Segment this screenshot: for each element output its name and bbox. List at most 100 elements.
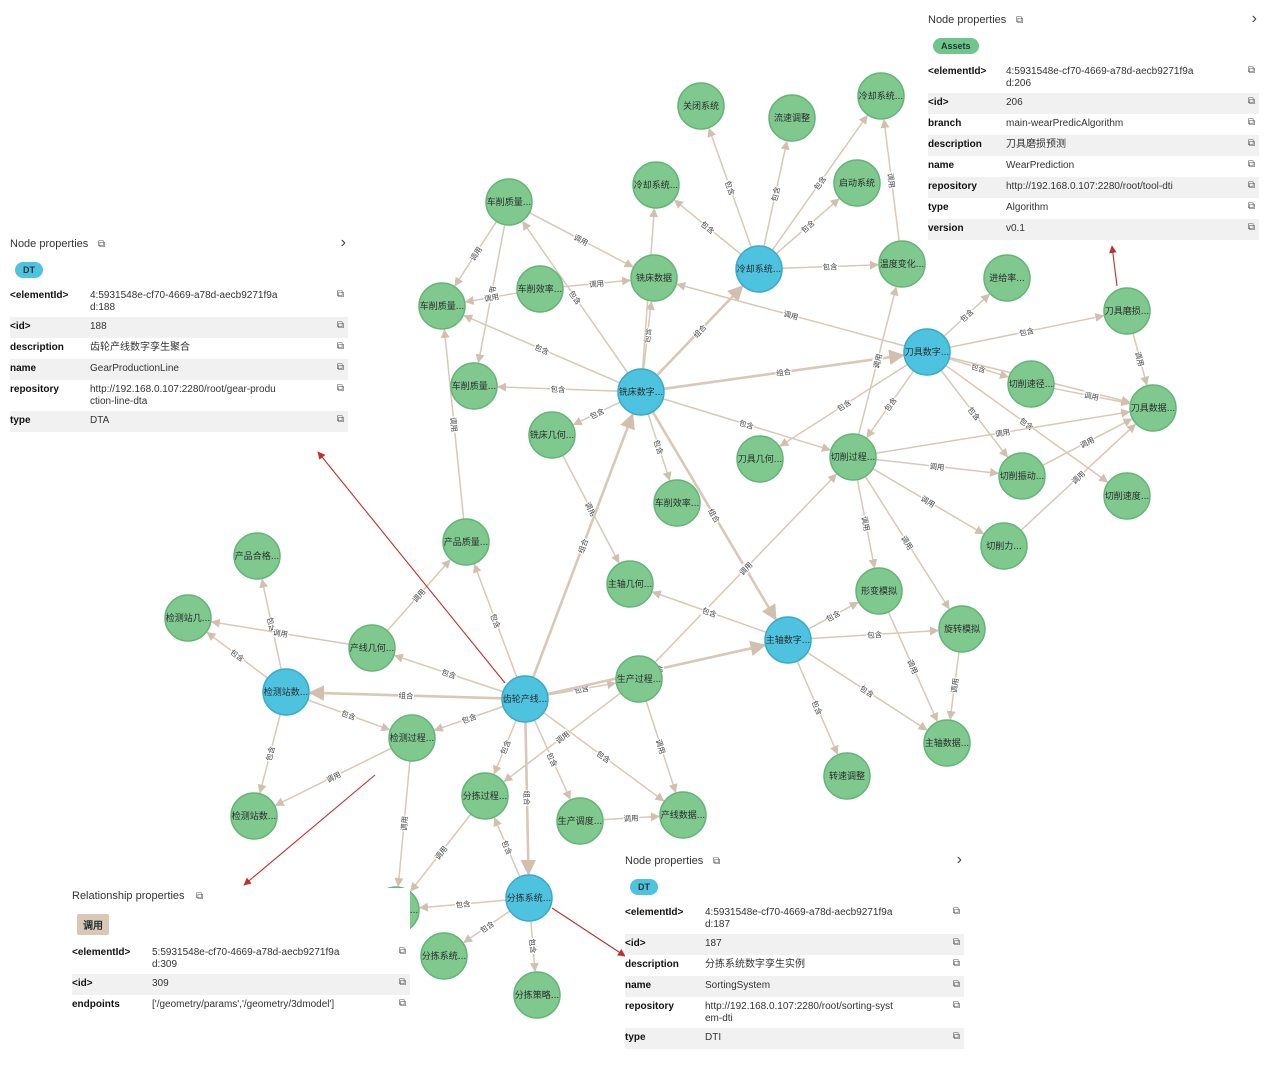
node-circle[interactable] [556, 797, 604, 845]
copy-icon[interactable]: ⧉ [952, 979, 960, 990]
digital-twin-node[interactable]: 分拣系统... [505, 874, 553, 922]
asset-node[interactable]: 车削效率... [516, 265, 564, 313]
property-value[interactable]: 4:5931548e-cf70-4669-a78d-aecb9271f9ad:2… [1006, 66, 1194, 89]
asset-node[interactable]: 检测过程... [388, 714, 436, 762]
node-circle[interactable] [501, 675, 549, 723]
property-value[interactable]: ['/geometry/params','/geometry/3dmodel'] [152, 999, 335, 1010]
copy-icon[interactable]: ⧉ [336, 341, 344, 352]
asset-node[interactable]: 刀具磨损... [1103, 287, 1151, 335]
node-circle[interactable] [938, 605, 986, 653]
node-circle[interactable] [606, 560, 654, 608]
property-value[interactable]: main-wearPredicAlgorithm [1006, 118, 1124, 129]
property-value[interactable]: DTI [705, 1032, 722, 1043]
digital-twin-node[interactable]: 铣床数字... [617, 368, 665, 416]
asset-node[interactable]: 分拣过程... [461, 772, 509, 820]
copy-icon[interactable]: ⧉ [1247, 159, 1255, 170]
asset-node[interactable]: 车削质量... [485, 178, 533, 226]
node-circle[interactable] [735, 245, 783, 293]
asset-node[interactable]: 检测站数... [230, 792, 278, 840]
copy-icon[interactable]: ⧉ [336, 383, 344, 394]
property-value[interactable]: http://192.168.0.107:2280/root/tool-dti [1006, 181, 1173, 192]
copy-icon[interactable]: ⧉ [952, 906, 960, 917]
digital-twin-node[interactable]: 刀具数字... [903, 328, 951, 376]
property-value[interactable]: 206 [1006, 97, 1023, 108]
node-circle[interactable] [923, 719, 971, 767]
node-circle[interactable] [980, 522, 1028, 570]
property-value[interactable]: 187 [705, 938, 722, 949]
node-circle[interactable] [513, 971, 561, 1019]
asset-node[interactable]: 车削质量... [418, 282, 466, 330]
asset-node[interactable]: 刀具几何... [736, 435, 784, 483]
asset-node[interactable]: 刀具数据... [1129, 384, 1177, 432]
digital-twin-node[interactable]: 齿轮产线... [501, 675, 549, 723]
property-value[interactable]: SortingSystem [705, 980, 771, 991]
node-circle[interactable] [420, 932, 468, 980]
asset-node[interactable]: 切削力... [980, 522, 1028, 570]
node-circle[interactable] [615, 655, 663, 703]
node-circle[interactable] [450, 362, 498, 410]
node-circle[interactable] [1103, 287, 1151, 335]
asset-node[interactable]: 切削过程... [829, 433, 877, 481]
asset-node[interactable]: 启动系统 [833, 159, 881, 207]
property-value[interactable]: 刀具磨损预测 [1006, 139, 1066, 150]
asset-node[interactable]: 产线数据... [659, 791, 707, 839]
copy-icon[interactable]: ⧉ [1247, 65, 1255, 76]
property-value[interactable]: 4:5931548e-cf70-4669-a78d-aecb9271f9ad:1… [705, 907, 893, 930]
asset-node[interactable]: 铣床数据 [630, 254, 678, 302]
asset-node[interactable]: 主轴几何... [606, 560, 654, 608]
copy-icon[interactable]: ⧉ [336, 414, 344, 425]
node-circle[interactable] [1103, 472, 1151, 520]
property-value[interactable]: http://192.168.0.107:2280/root/gear-prod… [90, 384, 276, 407]
node-circle[interactable] [632, 161, 680, 209]
copy-icon[interactable]: ⧉ [98, 239, 106, 250]
asset-node[interactable]: 切削速度... [1103, 472, 1151, 520]
asset-node[interactable]: 铣床几何... [528, 411, 576, 459]
property-value[interactable]: 4:5931548e-cf70-4669-a78d-aecb9271f9ad:1… [90, 290, 278, 313]
asset-node[interactable]: 切削振动... [998, 452, 1046, 500]
copy-icon[interactable]: ⧉ [336, 362, 344, 373]
copy-icon[interactable]: ⧉ [952, 1000, 960, 1011]
asset-node[interactable]: 形变模拟 [855, 567, 903, 615]
chevron-right-icon[interactable]: › [956, 851, 962, 868]
property-value[interactable]: DTA [90, 415, 110, 426]
node-circle[interactable] [659, 791, 707, 839]
property-value[interactable]: Algorithm [1006, 202, 1049, 213]
asset-node[interactable]: 分拣策略... [513, 971, 561, 1019]
asset-node[interactable]: 车削效率... [653, 479, 701, 527]
node-circle[interactable] [1007, 360, 1055, 408]
node-circle[interactable] [677, 82, 725, 130]
property-value[interactable]: v0.1 [1006, 223, 1025, 234]
copy-icon[interactable]: ⧉ [336, 289, 344, 300]
property-value[interactable]: GearProductionLine [90, 363, 179, 374]
copy-icon[interactable]: ⧉ [1247, 201, 1255, 212]
asset-node[interactable]: 切削速径... [1007, 360, 1055, 408]
property-value[interactable]: 5:5931548e-cf70-4669-a78d-aecb9271f9ad:3… [152, 947, 340, 970]
node-circle[interactable] [768, 94, 816, 142]
asset-node[interactable]: 流速调整 [768, 94, 816, 142]
node-circle[interactable] [878, 240, 926, 288]
asset-node[interactable]: 产品合格... [233, 532, 281, 580]
asset-node[interactable]: 车削质量... [450, 362, 498, 410]
property-value[interactable]: 分拣系统数字孪生实例 [705, 959, 805, 970]
asset-node[interactable]: 生产调度... [556, 797, 604, 845]
property-value[interactable]: http://192.168.0.107:2280/root/sorting-s… [705, 1001, 893, 1024]
copy-icon[interactable]: ⧉ [196, 891, 204, 902]
node-circle[interactable] [230, 792, 278, 840]
node-circle[interactable] [855, 567, 903, 615]
label-badge[interactable]: DT [630, 879, 658, 895]
chevron-right-icon[interactable]: › [340, 234, 346, 251]
asset-node[interactable]: 关闭系统 [677, 82, 725, 130]
node-circle[interactable] [903, 328, 951, 376]
digital-twin-node[interactable]: 检测站数... [262, 668, 310, 716]
copy-icon[interactable]: ⧉ [336, 320, 344, 331]
copy-icon[interactable]: ⧉ [713, 856, 721, 867]
copy-icon[interactable]: ⧉ [1247, 96, 1255, 107]
node-circle[interactable] [857, 72, 905, 120]
asset-node[interactable]: 转速调整 [823, 752, 871, 800]
copy-icon[interactable]: ⧉ [1247, 117, 1255, 128]
node-circle[interactable] [485, 178, 533, 226]
asset-node[interactable]: 生产过程... [615, 655, 663, 703]
property-value[interactable]: 188 [90, 321, 107, 332]
copy-icon[interactable]: ⧉ [1016, 15, 1024, 26]
